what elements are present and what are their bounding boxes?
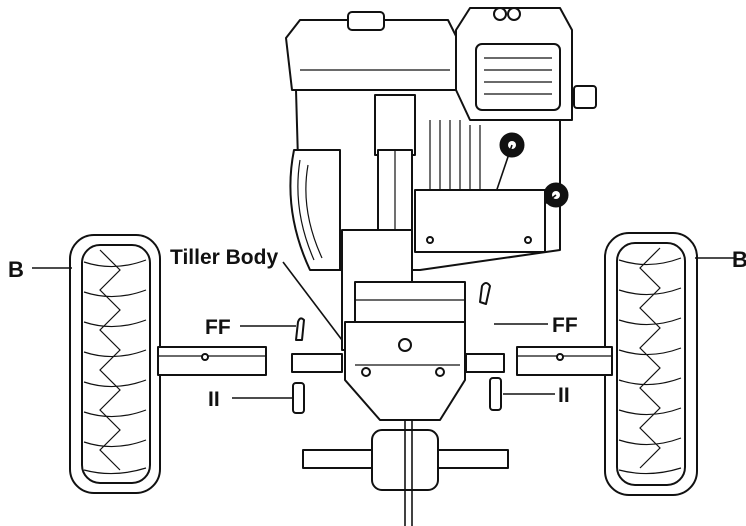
left-axle-label: II [208, 388, 220, 411]
tiller-body-label: Tiller Body [170, 246, 278, 269]
left-clevis-pin [292, 382, 305, 414]
left-hairpin-clip [295, 317, 305, 341]
left-wheel-label: B [8, 257, 24, 282]
tiller-body-leader [282, 261, 343, 341]
left-wheel [69, 234, 161, 494]
right-wheel [604, 232, 698, 496]
left-pin-label: FF [205, 316, 231, 339]
right-clevis-pin [489, 377, 502, 411]
right-hairpin-clip [479, 282, 491, 305]
right-axle-tube [516, 346, 613, 376]
tiller-engine [285, 7, 597, 526]
left-axle-tube [157, 346, 267, 376]
right-pin-label: FF [552, 314, 578, 337]
right-axle-label: II [558, 384, 570, 407]
right-wheel-label: B [732, 247, 746, 272]
